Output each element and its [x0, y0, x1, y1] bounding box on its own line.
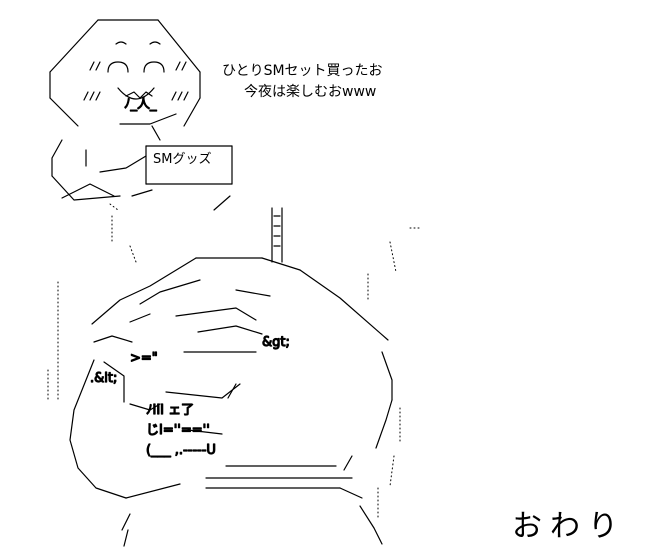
art-tools-row: >=": [130, 351, 158, 366]
sign-label: SMグッズ: [153, 152, 212, 167]
art-gt: &gt;: [262, 335, 290, 350]
speech-line-2: 今夜は楽しむおwww: [244, 84, 377, 100]
character-body: [51, 139, 231, 211]
art-kanji-row-3: (___ ,.-----U: [146, 443, 216, 458]
sign-board: [145, 145, 233, 185]
ending-title: おわり: [512, 509, 626, 544]
speech-line-1: ひとりSMセット買ったお: [222, 63, 383, 79]
art-kanji-row-1: ﾉIII ェ了: [146, 403, 194, 418]
pole: [271, 207, 283, 263]
character-head: [49, 19, 201, 141]
dotted-texture: [47, 203, 421, 521]
lower-figure: [69, 257, 393, 547]
art-lt: .&lt;: [90, 371, 117, 386]
art-mouth-row: ﾉ_人_: [124, 97, 157, 112]
art-kanji-row-2: じI=''=='': [146, 423, 210, 438]
